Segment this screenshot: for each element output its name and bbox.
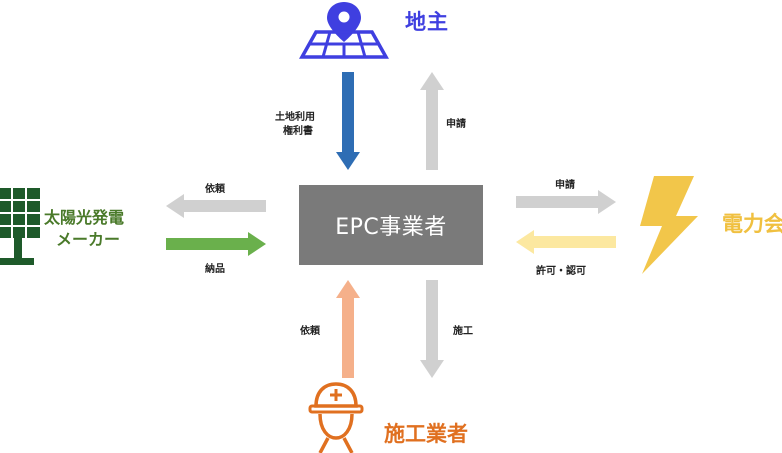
solar-maker-label-1: 太陽光発電 <box>44 208 125 227</box>
landowner-label: 地主 <box>405 10 449 34</box>
epc-to-maker-label: 依頼 <box>205 184 225 195</box>
power-to-epc-arrow <box>516 230 616 254</box>
epc-to-power-label: 申請 <box>555 180 575 191</box>
map-pin-grid-icon <box>299 2 389 59</box>
epc-to-landowner-label: 申請 <box>446 119 466 130</box>
epc-to-maker-arrow <box>166 194 266 218</box>
epc-to-landowner-arrow <box>420 72 444 170</box>
lightning-icon <box>640 176 698 274</box>
maker-to-epc-arrow <box>166 232 266 256</box>
epc-label: EPC事業者 <box>335 215 447 240</box>
contractor-label: 施工業者 <box>384 422 468 446</box>
solar-panel-icon <box>0 188 40 265</box>
contractor-to-epc-arrow <box>336 280 360 378</box>
landowner-to-epc-label-2: 権利書 <box>283 126 313 137</box>
power-company-label: 電力会 <box>722 212 782 236</box>
solar-maker-label-2: メーカー <box>56 230 121 249</box>
epc-to-power-arrow <box>516 190 616 214</box>
maker-to-epc-label: 納品 <box>205 264 225 275</box>
power-to-epc-label: 許可・認可 <box>536 266 586 277</box>
construction-worker-icon <box>308 382 364 453</box>
landowner-to-epc-label-1: 土地利用 <box>275 112 315 123</box>
epc-to-contractor-label: 施工 <box>453 326 473 337</box>
landowner-to-epc-arrow <box>336 72 360 170</box>
epc-box: EPC事業者 <box>299 185 483 265</box>
contractor-to-epc-label: 依頼 <box>300 326 320 337</box>
epc-to-contractor-arrow <box>420 280 444 378</box>
